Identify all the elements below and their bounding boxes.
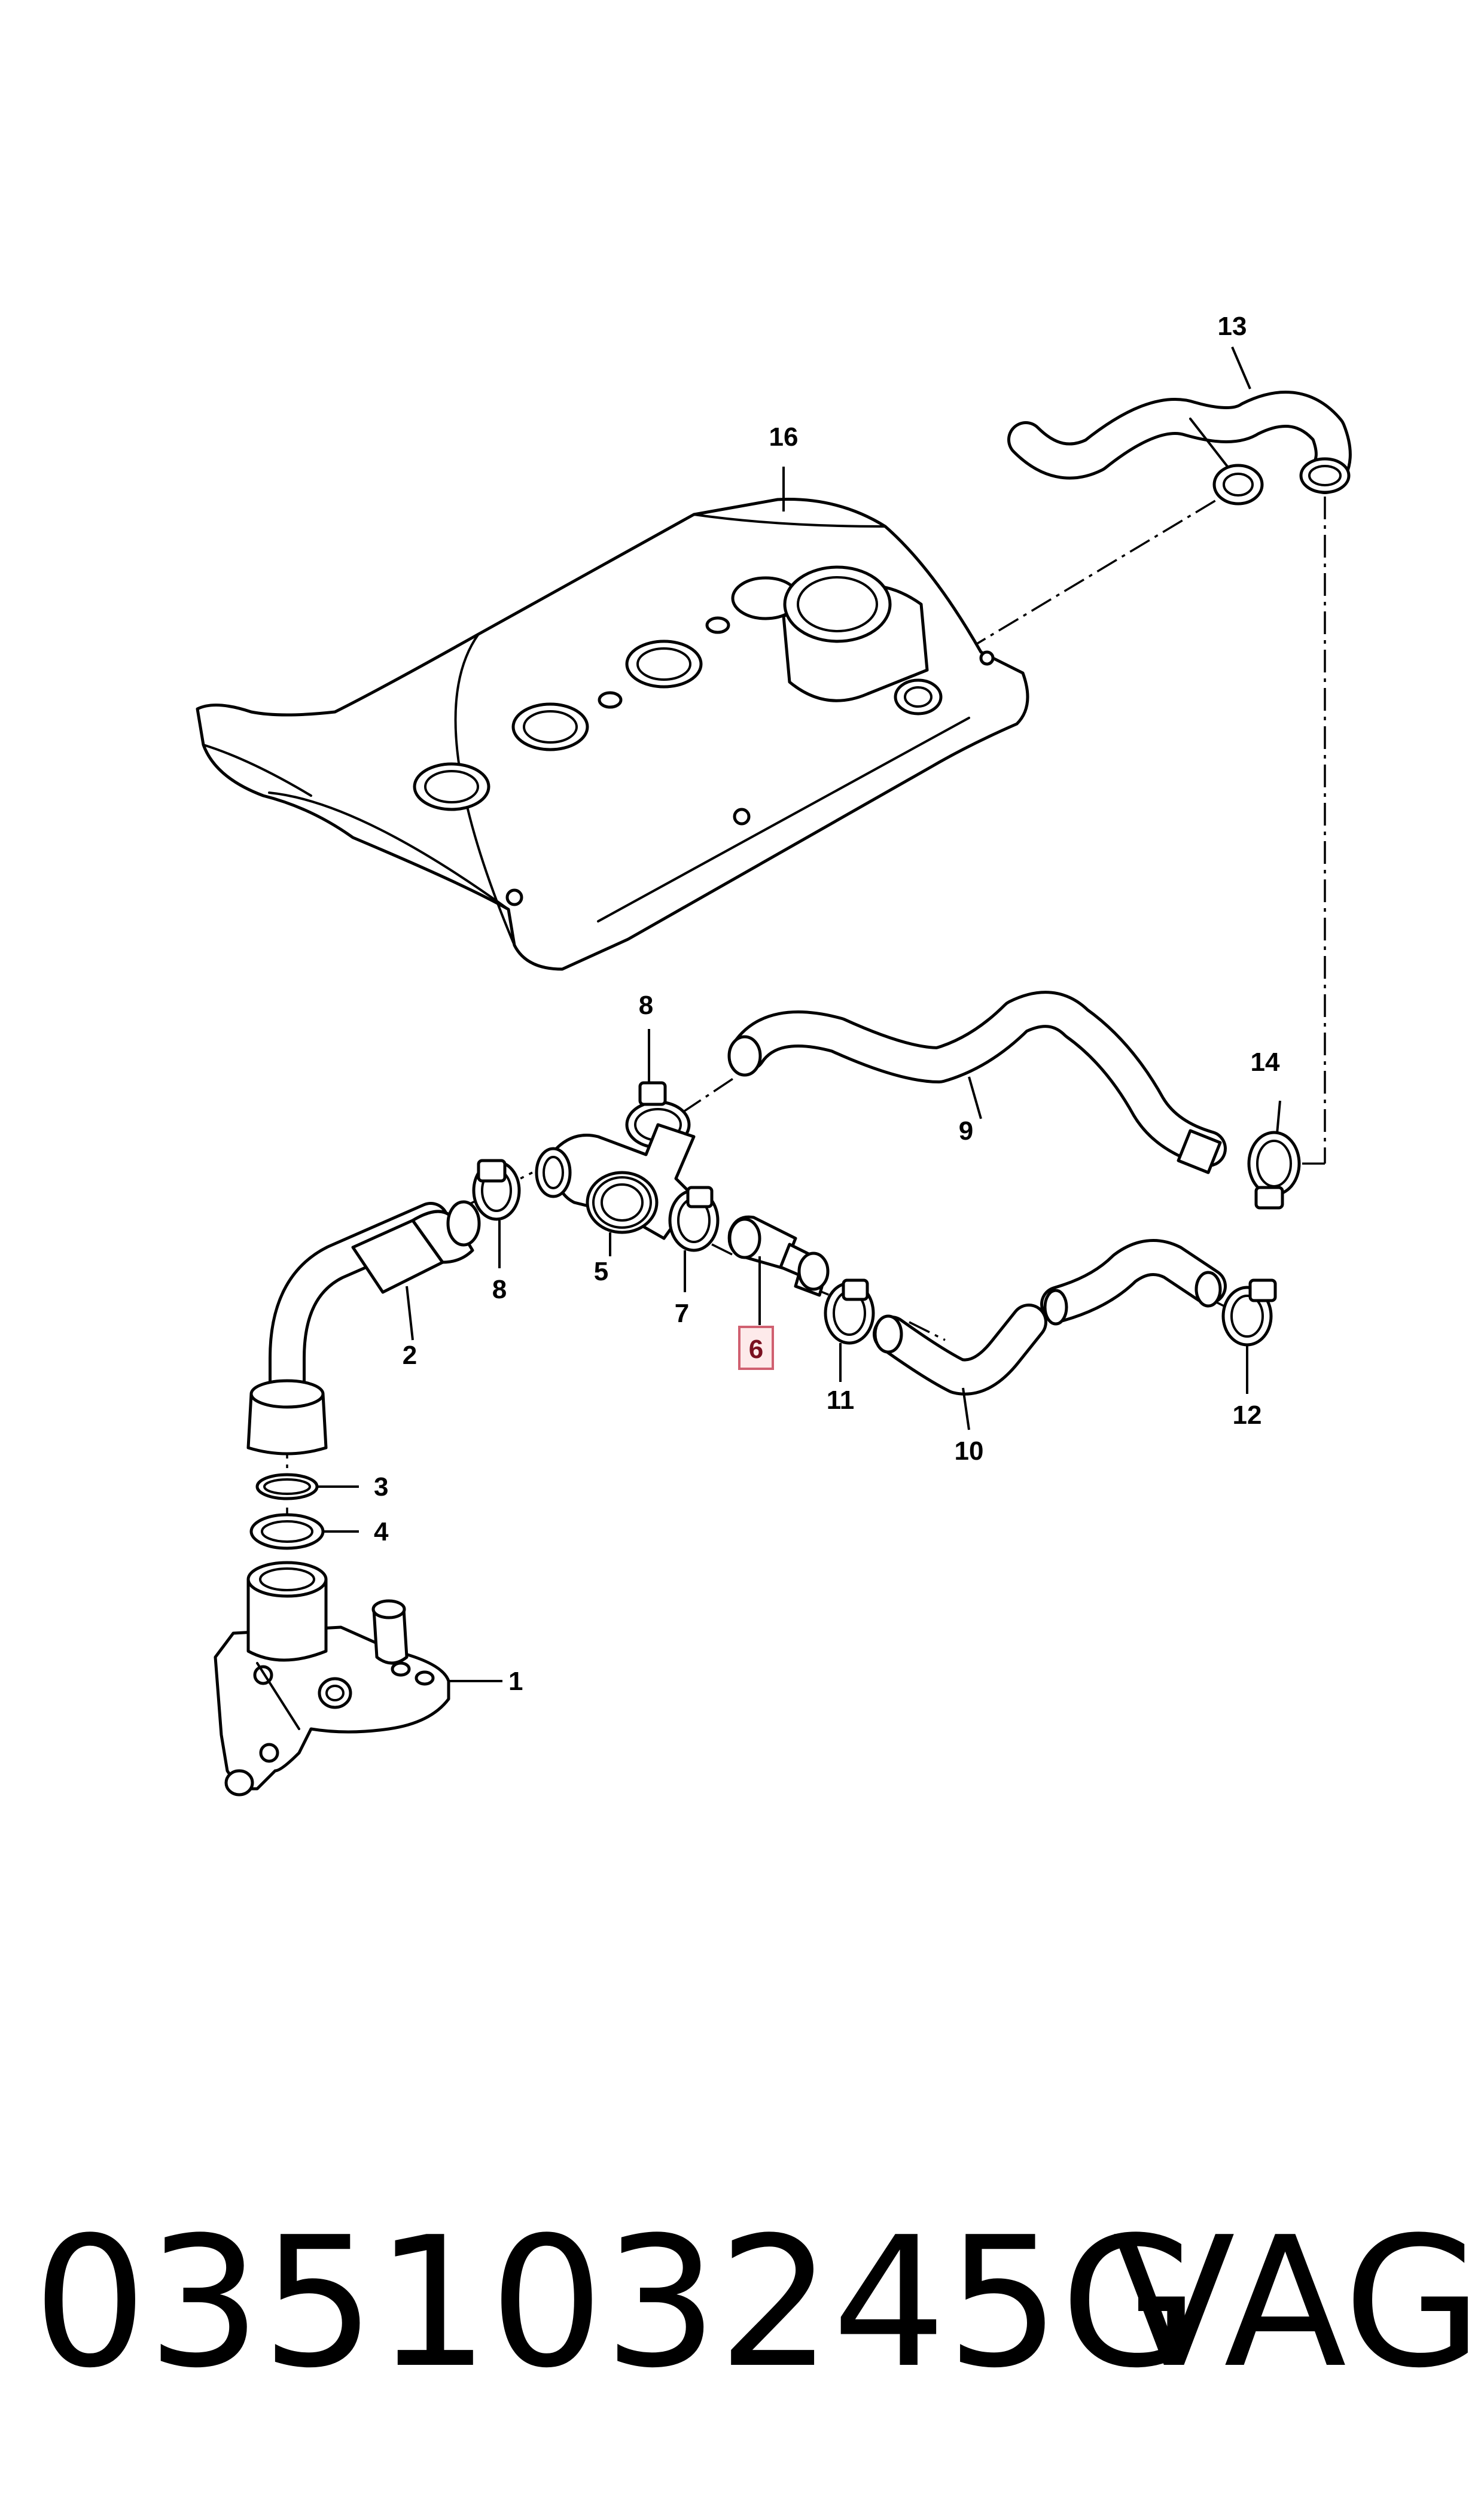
t-piece-part-5: [535, 1123, 696, 1256]
seal-part-4: [249, 1513, 359, 1550]
callouts: 13 16 8 14 9 8 5 7 2 6 11 12 10 3 4 1: [374, 312, 1280, 1696]
hose-clamp-part-8-lower: [472, 1159, 521, 1268]
callout-5: 5: [594, 1257, 608, 1286]
hose-clamp-part-11: [824, 1278, 875, 1382]
callout-8-upper: 8: [639, 991, 653, 1020]
breather-hose-part-13: [1007, 346, 1352, 506]
o-ring-part-3: [255, 1473, 359, 1500]
hose-part-10: [873, 1239, 1227, 1430]
valve-part-6: [727, 1215, 830, 1325]
hose-clamp-part-12: [1221, 1278, 1277, 1394]
housing-part-1: [214, 1561, 502, 1797]
callout-7: 7: [675, 1299, 689, 1328]
hose-clamp-part-7: [668, 1186, 720, 1292]
elbow-hose-part-2: [246, 1200, 481, 1456]
callout-14: 14: [1251, 1048, 1280, 1077]
hose-part-9: [727, 991, 1227, 1174]
callout-11: 11: [827, 1386, 855, 1415]
callout-9: 9: [959, 1116, 973, 1146]
callout-2: 2: [403, 1341, 417, 1370]
hose-clamp-part-14: [1247, 1100, 1301, 1210]
callout-8-lower: 8: [492, 1275, 507, 1304]
callout-6-highlight: [738, 1326, 774, 1370]
callout-10: 10: [955, 1436, 984, 1466]
callout-13: 13: [1218, 312, 1247, 341]
part-number-label: 035103245G: [33, 2199, 1200, 2407]
callout-12: 12: [1233, 1400, 1262, 1430]
callout-1: 1: [508, 1667, 523, 1696]
cylinder-head-cover-part-16: [196, 467, 1029, 971]
callout-4: 4: [374, 1517, 389, 1546]
callout-3: 3: [374, 1472, 388, 1502]
callout-6: 6: [749, 1335, 763, 1364]
callout-16: 16: [769, 422, 799, 452]
brand-label: VAG: [1113, 2199, 1483, 2407]
